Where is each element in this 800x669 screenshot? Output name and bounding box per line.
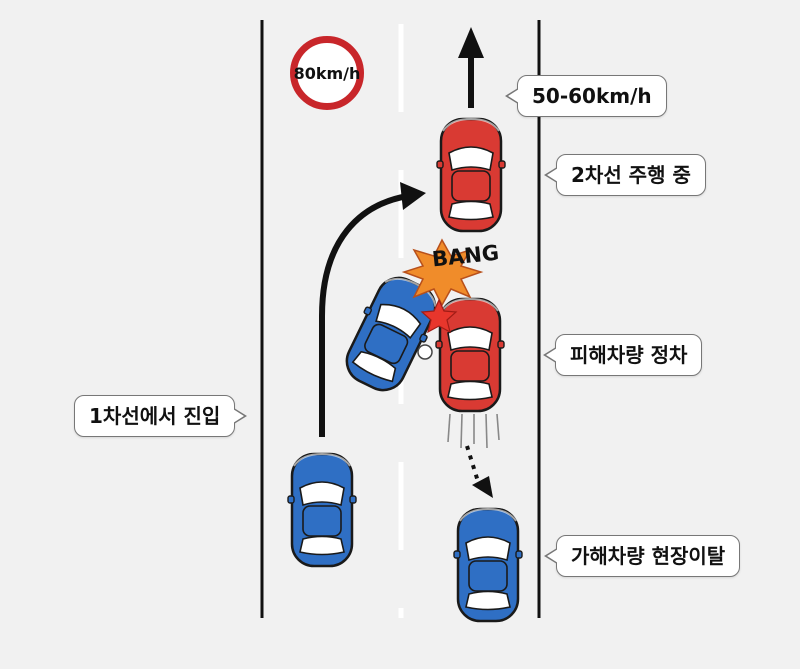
car-icon	[435, 117, 507, 233]
enter-from-lane1-label: 1차선에서 진입	[74, 395, 248, 437]
red-car-front	[435, 117, 507, 233]
lane2-driving-label: 2차선 주행 중	[544, 154, 706, 196]
forward-arrow-icon	[458, 27, 484, 108]
impact-burst-icon	[401, 238, 484, 360]
curved-path-arrow-icon	[319, 182, 426, 437]
blue-car-entering	[286, 452, 358, 568]
motion-lines-icon	[447, 413, 500, 449]
car-icon	[452, 507, 524, 623]
victim-stopped-label: 피해차량 정차	[542, 334, 703, 376]
speed-limit-text: 80km/h	[293, 63, 361, 83]
dotted-flee-arrow-icon	[465, 445, 493, 498]
speed-range-label: 50-60km/h	[505, 75, 667, 117]
blue-car-fleeing	[452, 507, 524, 623]
car-icon	[286, 452, 358, 568]
speed-limit-sign-icon: 80km/h	[290, 36, 364, 110]
offender-flees-label: 가해차량 현장이탈	[543, 535, 741, 577]
